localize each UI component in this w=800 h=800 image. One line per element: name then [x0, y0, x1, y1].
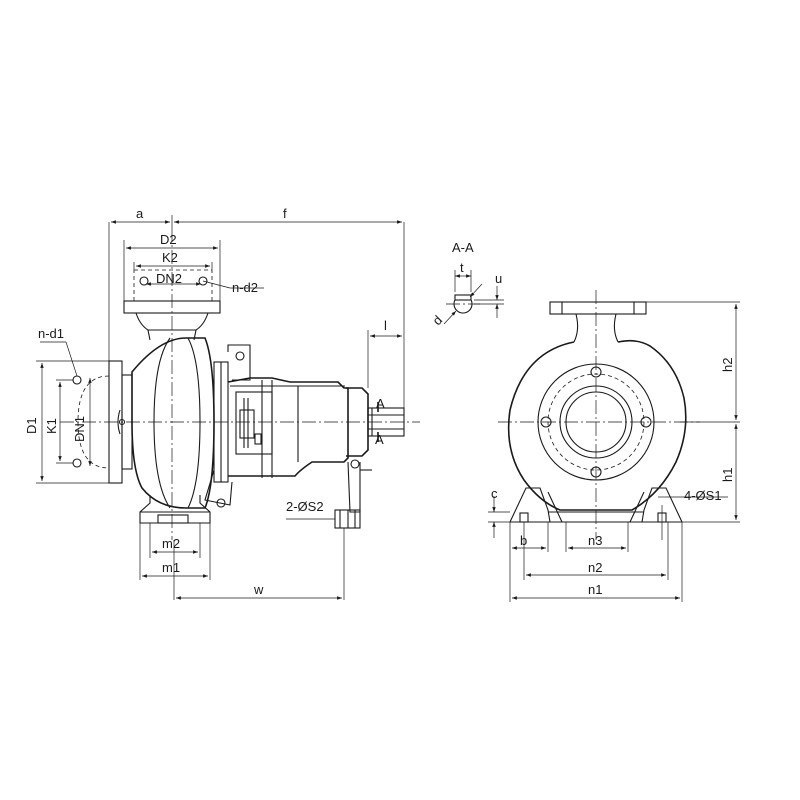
front-flange-inner — [559, 385, 633, 459]
label-4-S1: 4-ØS1 — [684, 488, 722, 503]
label-A-top: A — [376, 396, 385, 411]
label-u: u — [495, 271, 502, 286]
discharge-flange — [123, 300, 221, 314]
label-A-bottom: A — [375, 432, 384, 447]
shaft-end — [367, 407, 405, 437]
label-l: l — [384, 318, 387, 333]
label-K2: K2 — [162, 250, 178, 265]
label-h2: h2 — [720, 358, 735, 372]
label-n-d2: n-d2 — [232, 280, 258, 295]
label-m1: m1 — [162, 560, 180, 575]
discharge-bolt-hole-right — [198, 276, 208, 286]
label-m2: m2 — [162, 536, 180, 551]
label-DN2: DN2 — [156, 271, 182, 286]
label-K1: K1 — [44, 418, 59, 434]
front-suction-bore — [565, 391, 627, 453]
label-b: b — [520, 533, 527, 548]
label-t: t — [460, 260, 464, 275]
label-2-S2: 2-ØS2 — [286, 499, 324, 514]
front-volute — [507, 339, 687, 511]
lifting-lug — [227, 344, 251, 381]
pump-foot — [139, 495, 211, 524]
discharge-bolt-hole-left — [139, 276, 149, 286]
label-n-d1: n-d1 — [38, 326, 64, 341]
label-n3: n3 — [588, 533, 602, 548]
label-h1: h1 — [720, 468, 735, 482]
label-w: w — [253, 582, 264, 597]
label-section-a-a: A-A — [452, 240, 474, 255]
label-n1: n1 — [588, 582, 602, 597]
label-D2: D2 — [160, 232, 177, 247]
suction-flange-hidden — [77, 375, 110, 469]
suction-bolt-hole-bottom — [72, 458, 82, 468]
label-f: f — [283, 206, 287, 221]
dimension-labels: a f D2 K2 DN2 n-d2 n-d1 D1 K1 DN1 l A A … — [24, 206, 735, 597]
bearing-housing — [227, 377, 349, 477]
suction-bolt-hole-top — [72, 375, 82, 385]
front-left-foot — [509, 487, 551, 523]
section-a-a — [443, 270, 504, 325]
front-discharge-flange — [549, 301, 647, 315]
volute-casing — [131, 337, 215, 509]
support-foot — [347, 461, 361, 513]
keyway — [454, 294, 472, 301]
label-a: a — [136, 206, 144, 221]
front-view — [488, 290, 740, 602]
front-flange-outer — [537, 363, 655, 481]
label-c: c — [491, 486, 498, 501]
label-n2: n2 — [588, 560, 602, 575]
label-d: d — [430, 312, 446, 328]
label-DN1: DN1 — [72, 416, 87, 442]
side-view — [36, 215, 420, 600]
label-D1: D1 — [24, 417, 39, 434]
front-right-foot — [641, 487, 683, 523]
